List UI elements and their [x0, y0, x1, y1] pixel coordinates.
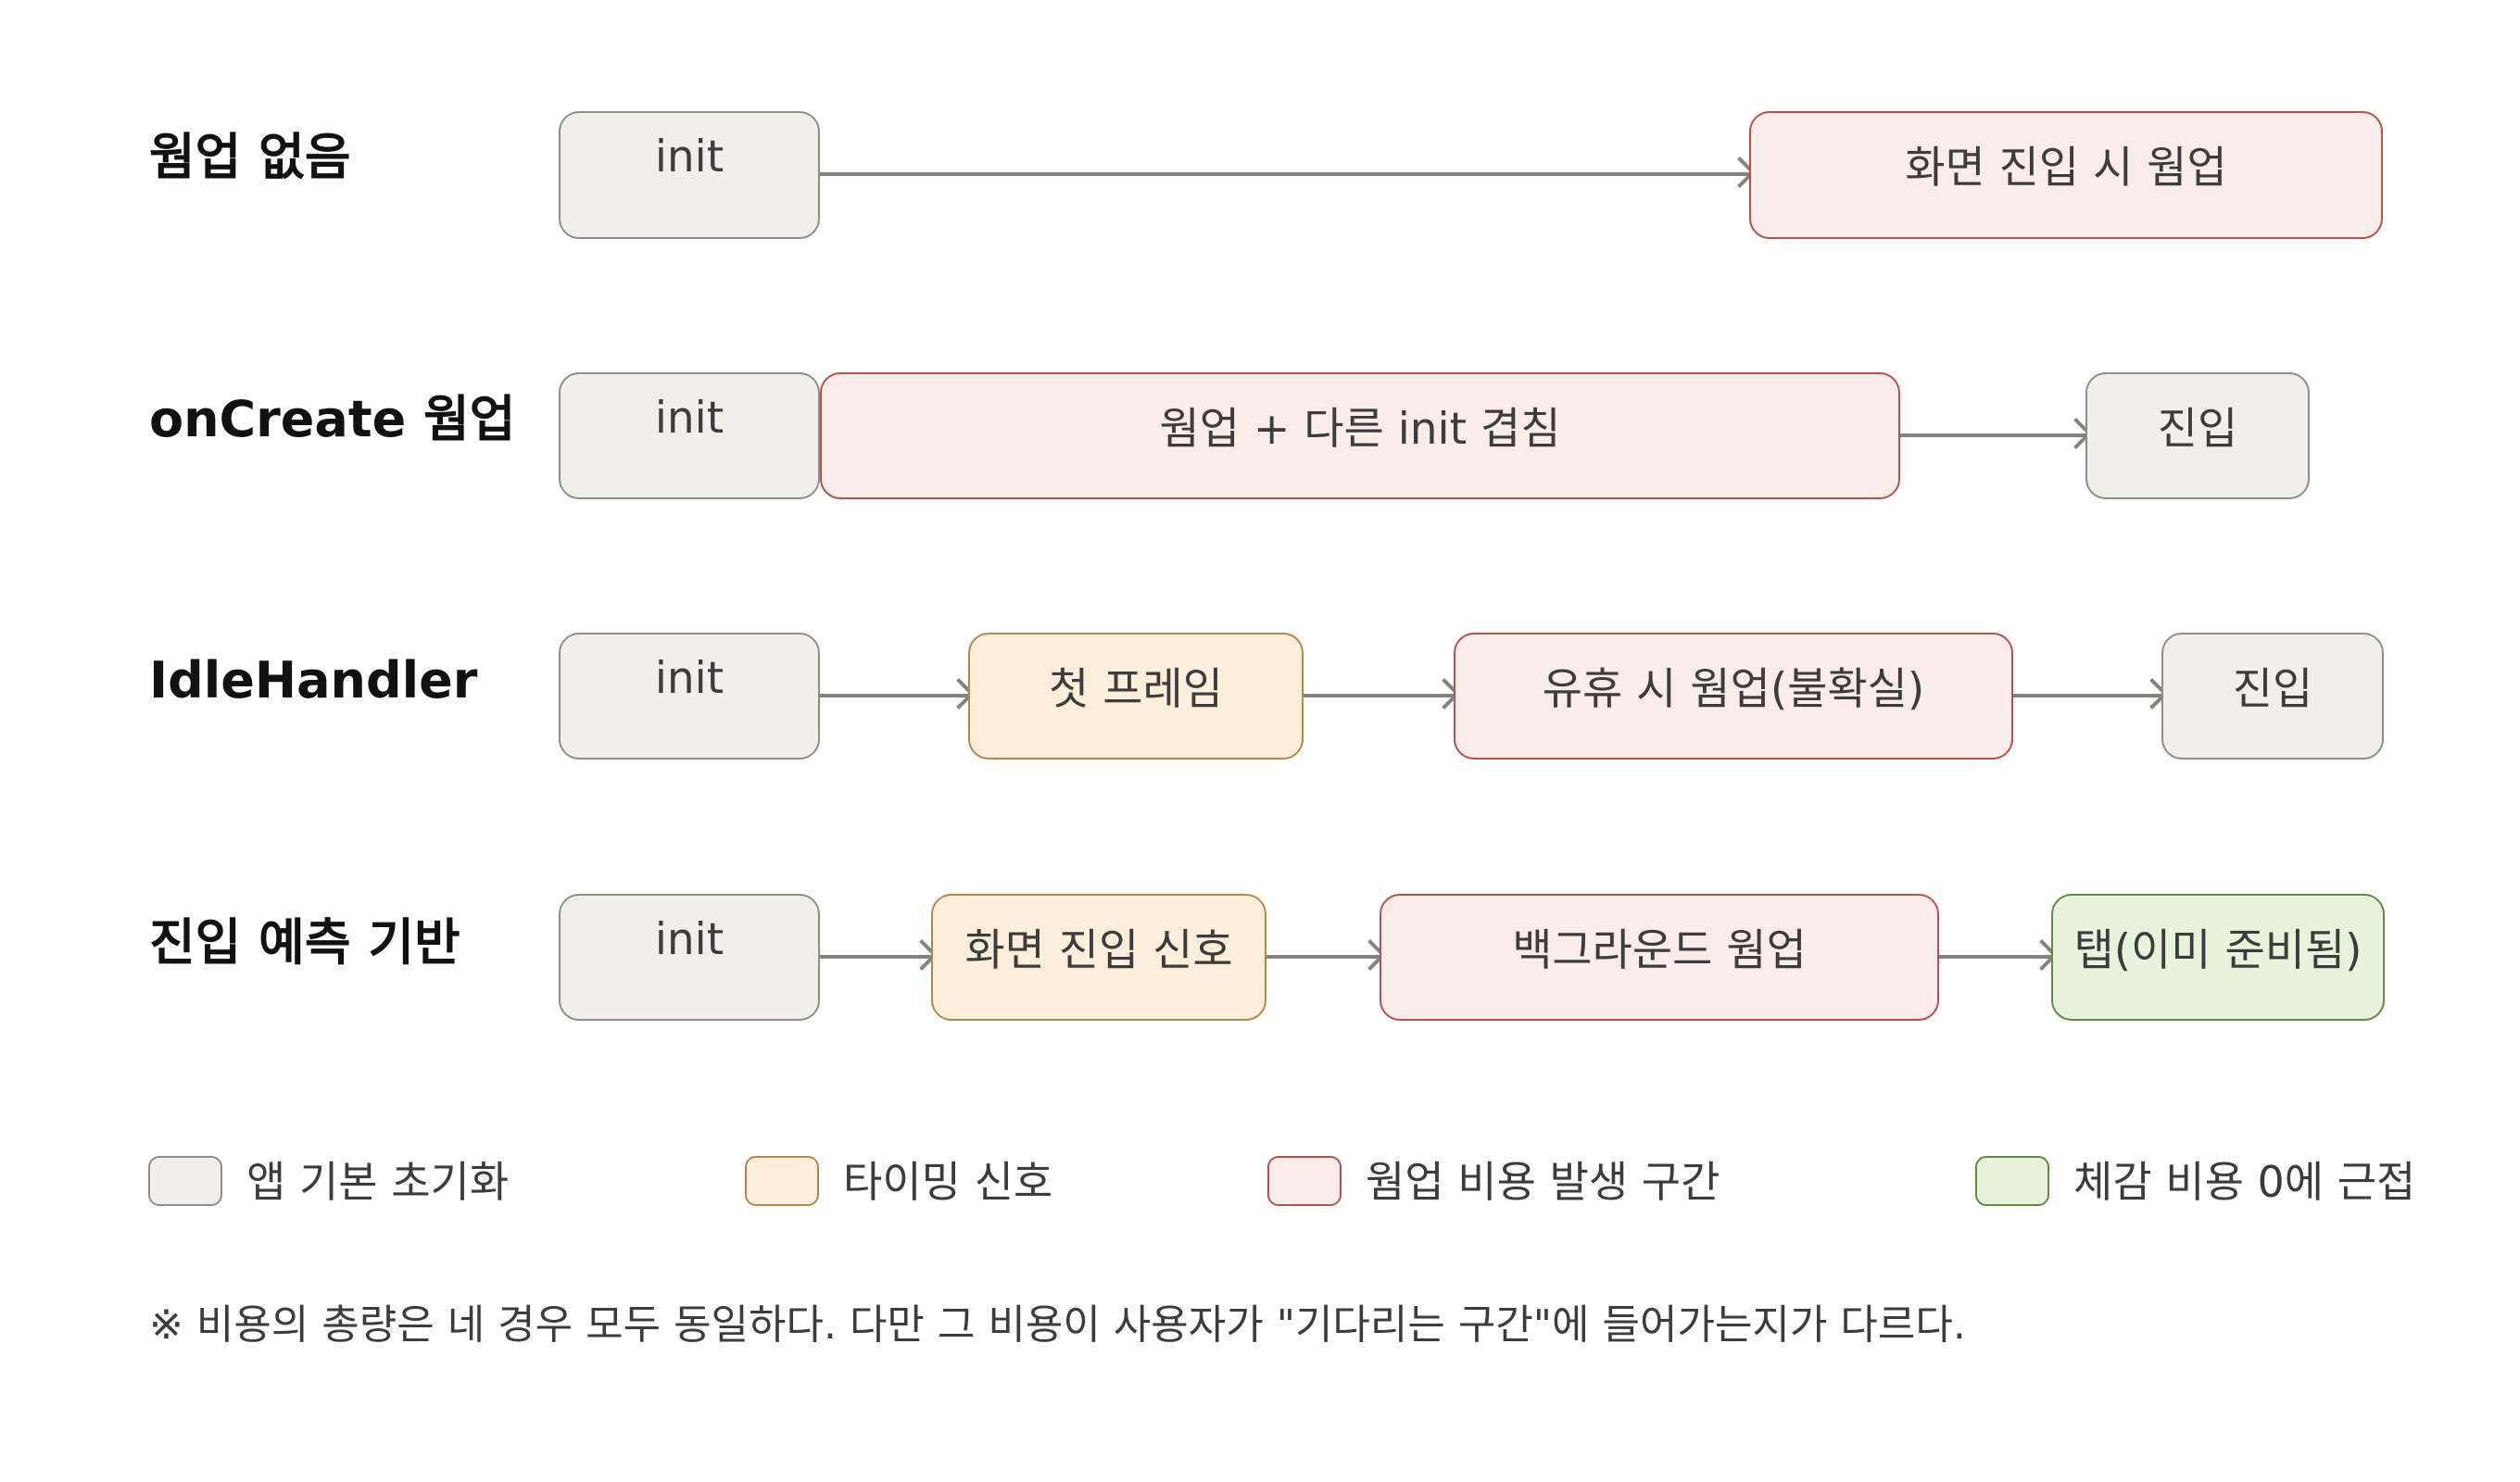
box-init: init — [559, 633, 820, 760]
box-init: init — [559, 894, 820, 1021]
arrow — [1900, 433, 2085, 437]
legend-swatch — [1975, 1156, 2049, 1206]
legend-label: 앱 기본 초기화 — [246, 1157, 510, 1207]
box-init: init — [559, 372, 820, 499]
box-background-warmup: 백그라운드 웜업 — [1380, 894, 1939, 1021]
box-first-frame: 첫 프레임 — [968, 633, 1304, 760]
arrow — [2013, 694, 2161, 697]
arrow — [820, 694, 968, 697]
footnote: ※ 비용의 총량은 네 경우 모두 동일하다. 다만 그 비용이 사용자가 "기… — [149, 1301, 1966, 1349]
row-label-idlehandler: IdleHandler — [149, 651, 478, 710]
row-label-no-warmup: 웜업 없음 — [149, 128, 351, 186]
box-init: init — [559, 111, 820, 239]
arrow — [820, 955, 931, 959]
legend-label: 타이밍 신호 — [843, 1157, 1053, 1207]
row-label-entry-prediction: 진입 예측 기반 — [149, 913, 460, 972]
box-entry: 진입 — [2161, 633, 2384, 760]
legend-label: 체감 비용 0에 근접 — [2073, 1157, 2416, 1207]
box-screen-entry-signal: 화면 진입 신호 — [931, 894, 1266, 1021]
box-entry: 진입 — [2085, 372, 2310, 499]
legend-label: 웜업 비용 발생 구간 — [1366, 1157, 1720, 1207]
arrow — [820, 172, 1749, 176]
legend-swatch — [745, 1156, 819, 1206]
row-label-oncreate-warmup: onCreate 웜업 — [149, 390, 516, 448]
box-warmup-overlap: 웜업 + 다른 init 겹침 — [820, 372, 1900, 499]
arrow — [1266, 955, 1380, 959]
legend-swatch — [148, 1156, 222, 1206]
box-idle-warmup: 유휴 시 웜업(불확실) — [1454, 633, 2013, 760]
box-tap-ready: 탭(이미 준비됨) — [2051, 894, 2385, 1021]
arrow — [1304, 694, 1454, 697]
arrow — [1939, 955, 2051, 959]
box-warmup-on-screen-entry: 화면 진입 시 웜업 — [1749, 111, 2383, 239]
legend-swatch — [1267, 1156, 1342, 1206]
